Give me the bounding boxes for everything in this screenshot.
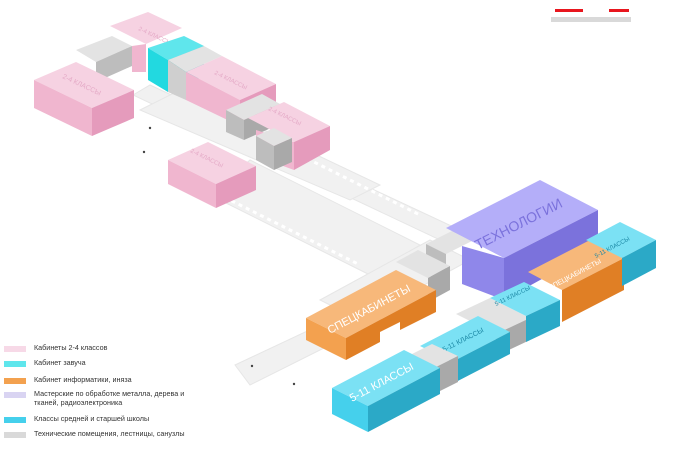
legend-label: Кабинет информатики, иняза <box>34 375 132 384</box>
classes-5-11-block-c: 5-11 КЛАССЫ <box>586 222 656 286</box>
legend-item-workshops: Мастерские по обработке металла, дерева … <box>4 389 244 414</box>
tech-block-4 <box>256 128 292 170</box>
classes-5-11-block-b: 5-11 КЛАССЫ <box>490 282 560 342</box>
classes-2-4-block-b: 2-4 КЛАССЫ <box>110 12 182 72</box>
legend-label: Кабинеты 2-4 классов <box>34 343 108 352</box>
legend-swatch <box>4 378 26 384</box>
legend-label: Технические помещения, лестницы, санузлы <box>34 429 185 438</box>
legend-label: Мастерские по обработке металла, дерева … <box>34 389 185 407</box>
classes-2-4-block-e: 2-4 КЛАССЫ <box>168 142 256 208</box>
classes-2-4-block-a: 2-4 КЛАССЫ <box>34 62 134 136</box>
scale-segment-1 <box>555 9 583 12</box>
legend-swatch <box>4 346 26 352</box>
legend-label: Кабинет завуча <box>34 358 86 367</box>
legend-swatch <box>4 417 26 423</box>
legend-label: Классы средней и старшей школы <box>34 414 150 423</box>
legend-item-technical: Технические помещения, лестницы, санузлы <box>4 429 244 441</box>
legend-item-informatics: Кабинет информатики, иняза <box>4 375 244 389</box>
legend-swatch <box>4 432 26 438</box>
scale-segment-2 <box>609 9 629 12</box>
special-rooms-block: СПЕЦКАБИНЕТЫ <box>306 270 436 360</box>
tech-block-1 <box>76 36 132 82</box>
dashes <box>209 153 421 267</box>
legend-item-classes-2-4: Кабинеты 2-4 классов <box>4 343 244 358</box>
column-dots <box>142 126 296 386</box>
legend-swatch <box>4 361 26 367</box>
classes-5-11-block-big: 5-11 КЛАССЫ <box>332 350 440 432</box>
scale-base <box>551 17 631 22</box>
legend-item-deputy: Кабинет завуча <box>4 358 244 375</box>
legend-item-secondary: Классы средней и старшей школы <box>4 414 244 429</box>
legend: Кабинеты 2-4 классов Кабинет завуча Каби… <box>4 343 244 441</box>
scale-bar <box>551 6 631 22</box>
legend-swatch <box>4 392 26 398</box>
tech-block-2 <box>168 46 222 100</box>
technology-block: ТЕХНОЛОГИИ <box>446 180 598 300</box>
special-rooms-block-2: СПЕЦКАБИНЕТЫ <box>528 240 624 322</box>
